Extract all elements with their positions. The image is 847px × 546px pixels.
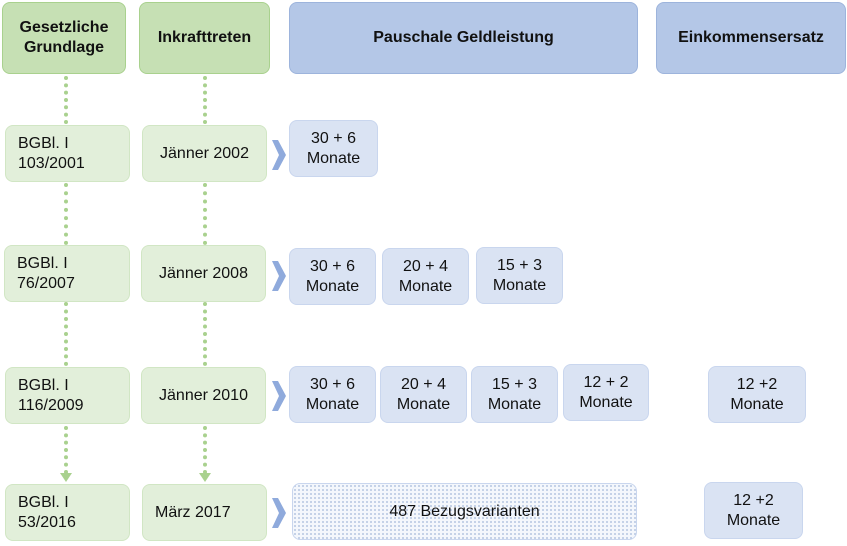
date-cell: Jänner 2010 bbox=[141, 367, 266, 424]
header-label: Gesetzliche Grundlage bbox=[19, 19, 109, 56]
date-cell: Jänner 2008 bbox=[141, 245, 266, 302]
connector-line bbox=[64, 302, 68, 366]
option-label: 30 + 6 Monate bbox=[305, 257, 360, 295]
option-label: 30 + 6 Monate bbox=[306, 129, 361, 167]
header-pauschale-geldleistung: Pauschale Geldleistung bbox=[289, 2, 638, 74]
header-label: Inkrafttreten bbox=[157, 29, 252, 46]
chevron-right-icon bbox=[272, 261, 286, 291]
law-label: BGBl. I 116/2009 bbox=[18, 376, 84, 414]
option-label: 15 + 3 Monate bbox=[487, 375, 542, 413]
connector-line bbox=[203, 426, 207, 474]
date-label: März 2017 bbox=[155, 503, 231, 521]
connector-line bbox=[203, 76, 207, 124]
header-gesetzliche-grundlage: Gesetzliche Grundlage bbox=[2, 2, 126, 74]
law-cell: BGBl. I 53/2016 bbox=[5, 484, 130, 541]
einkommen-option: 12 +2 Monate bbox=[708, 366, 806, 423]
date-label: Jänner 2010 bbox=[159, 386, 248, 404]
option-label: 15 + 3 Monate bbox=[492, 256, 547, 294]
einkommen-option: 12 +2 Monate bbox=[704, 482, 803, 539]
header-label: Pauschale Geldleistung bbox=[373, 29, 554, 46]
pauschal-option: 20 + 4 Monate bbox=[382, 248, 469, 305]
option-label: 30 + 6 Monate bbox=[305, 375, 360, 413]
law-label: BGBl. I 103/2001 bbox=[18, 134, 85, 172]
option-label: 20 + 4 Monate bbox=[396, 375, 451, 413]
date-label: Jänner 2008 bbox=[159, 264, 248, 282]
pauschal-option: 20 + 4 Monate bbox=[380, 366, 467, 423]
bezugsvarianten-box: 487 Bezugsvarianten bbox=[292, 483, 637, 540]
header-inkrafttreten: Inkrafttreten bbox=[139, 2, 270, 74]
law-cell: BGBl. I 76/2007 bbox=[4, 245, 130, 302]
date-cell: Jänner 2002 bbox=[142, 125, 267, 182]
date-label: Jänner 2002 bbox=[160, 144, 249, 162]
pauschal-option: 15 + 3 Monate bbox=[471, 366, 558, 423]
connector-line bbox=[64, 426, 68, 474]
pauschal-option: 15 + 3 Monate bbox=[476, 247, 563, 304]
law-cell: BGBl. I 116/2009 bbox=[5, 367, 130, 424]
connector-line bbox=[203, 183, 207, 245]
arrow-down-icon bbox=[60, 473, 72, 482]
law-label: BGBl. I 53/2016 bbox=[18, 493, 76, 531]
header-label: Einkommensersatz bbox=[678, 29, 824, 46]
header-einkommensersatz: Einkommensersatz bbox=[656, 2, 846, 74]
law-label: BGBl. I 76/2007 bbox=[17, 254, 75, 292]
law-cell: BGBl. I 103/2001 bbox=[5, 125, 130, 182]
option-label: 12 +2 Monate bbox=[726, 491, 781, 529]
connector-line bbox=[64, 183, 68, 245]
arrow-down-icon bbox=[199, 473, 211, 482]
date-cell: März 2017 bbox=[142, 484, 267, 541]
chevron-right-icon bbox=[272, 140, 286, 170]
option-label: 12 + 2 Monate bbox=[579, 373, 633, 411]
chevron-right-icon bbox=[272, 498, 286, 528]
pauschal-option: 30 + 6 Monate bbox=[289, 120, 378, 177]
option-label: 487 Bezugsvarianten bbox=[389, 502, 540, 520]
pauschal-option: 30 + 6 Monate bbox=[289, 366, 376, 423]
chevron-right-icon bbox=[272, 381, 286, 411]
pauschal-option: 12 + 2 Monate bbox=[563, 364, 649, 421]
connector-line bbox=[203, 302, 207, 366]
connector-line bbox=[64, 76, 68, 124]
option-label: 12 +2 Monate bbox=[730, 375, 784, 413]
pauschal-option: 30 + 6 Monate bbox=[289, 248, 376, 305]
option-label: 20 + 4 Monate bbox=[398, 257, 453, 295]
